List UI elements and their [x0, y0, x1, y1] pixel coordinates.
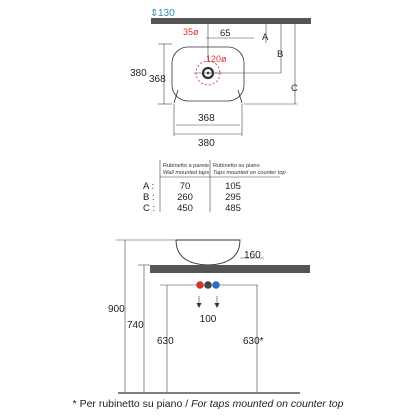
offset-right-label: 65 — [220, 28, 231, 39]
table-cell-counter: 485 — [225, 203, 241, 214]
height-outer-label: 380 — [130, 68, 147, 79]
wall-strip — [151, 18, 311, 24]
table-header-counter-line1: Rubinetto su piano — [213, 163, 260, 169]
top-view: ⇕ 130 120ø 35ø 65 A B C 380 368 — [130, 8, 311, 149]
footnote: * Per rubinetto su piano / For taps moun… — [0, 398, 416, 410]
table-row-label: A : — [143, 181, 154, 192]
height-630-label: 630 — [157, 336, 174, 347]
arrow-down-icon — [196, 303, 202, 308]
table-cell-wall: 260 — [177, 192, 193, 203]
offset-left-label: 35ø — [183, 27, 199, 37]
counter-slab — [150, 265, 310, 273]
vessel-basin — [175, 239, 241, 266]
counter-thickness-label: 160 — [244, 250, 261, 261]
table-header-counter-line2: Taps mounted on counter top — [213, 170, 286, 176]
drain-diameter-label: 120ø — [206, 54, 227, 64]
basin-leg-right — [237, 89, 243, 104]
footnote-italian: * Per rubinetto su piano / — [72, 398, 192, 410]
side-view: 160 100 900 740 630 630* — [108, 239, 310, 394]
spacing-label: 100 — [200, 314, 217, 325]
clearance-label: 130 — [158, 8, 175, 19]
table-row-label: B : — [143, 192, 155, 203]
table-header-wall-line1: Rubinetto a parete — [163, 163, 209, 169]
arrow-down-icon — [214, 303, 220, 308]
width-outer-label: 380 — [198, 138, 215, 149]
drain-outlet-icon — [204, 281, 212, 289]
height-740-label: 740 — [127, 320, 144, 331]
height-inner-label: 368 — [149, 74, 166, 85]
table-header-wall-line2: Wall mounted taps — [163, 170, 209, 176]
table-row-label: C : — [143, 203, 155, 214]
dimension-b-label: B — [277, 49, 283, 60]
dimension-c-label: C — [291, 83, 298, 94]
table-cell-wall: 450 — [177, 203, 193, 214]
table-cell-wall: 70 — [180, 181, 191, 192]
footnote-english: For taps mounted on counter top — [191, 398, 344, 410]
hot-water-icon — [196, 281, 204, 289]
dimension-table: Rubinetto a parete Wall mounted taps Rub… — [143, 160, 286, 214]
height-900-label: 900 — [108, 304, 125, 315]
clearance-arrow-icon: ⇕ — [150, 8, 158, 19]
height-630-star-label: 630* — [243, 336, 264, 347]
dimension-a-label: A — [262, 32, 269, 43]
table-cell-counter: 295 — [225, 192, 241, 203]
basin-leg-left — [173, 89, 179, 104]
width-inner-label: 368 — [198, 113, 215, 124]
table-cell-counter: 105 — [225, 181, 241, 192]
cold-water-icon — [212, 281, 220, 289]
